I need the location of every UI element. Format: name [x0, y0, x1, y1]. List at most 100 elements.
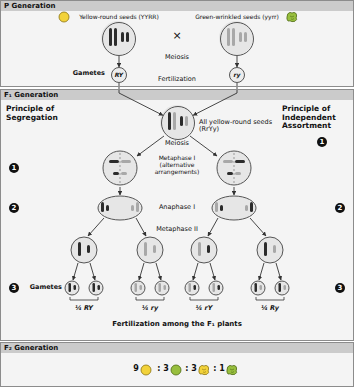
art-ellipse	[212, 196, 256, 220]
art-rect	[198, 242, 201, 256]
art-path	[256, 297, 284, 300]
art-rect	[239, 32, 242, 42]
art-line	[259, 263, 264, 280]
metaphase-two-cell	[71, 237, 97, 263]
panel-heading: F₂ Generation	[1, 343, 353, 353]
art-rect	[74, 285, 77, 290]
seed-label: Green-wrinkled seeds (yyrr)	[195, 14, 279, 21]
art-rect	[131, 205, 134, 211]
art-circle	[137, 237, 163, 263]
art-rect	[136, 202, 139, 212]
metaphase-two-cell	[137, 237, 163, 263]
art-rect	[101, 202, 104, 212]
callout-number: 3	[9, 283, 19, 293]
art-rect	[194, 285, 197, 290]
metaphase-two-cell	[257, 237, 283, 263]
seed-label: All yellow-round seeds (RrYy)	[199, 119, 277, 134]
ratio-number: 9	[133, 364, 139, 373]
art-line	[90, 263, 95, 280]
cell: Yellow-round seeds (YYRR)	[102, 22, 136, 56]
art-circle	[257, 237, 283, 263]
art-circle	[160, 105, 194, 139]
anaphase-one-cell	[98, 196, 142, 220]
art-rect	[273, 245, 276, 253]
art-rect	[126, 32, 129, 42]
art-rect	[87, 245, 90, 253]
meiosis-fertilization-arrow	[119, 56, 120, 67]
anaphase-one-cell	[212, 196, 256, 220]
art-rect	[180, 116, 183, 126]
process-label: Meiosis	[165, 54, 189, 61]
art-circle	[101, 21, 135, 55]
art-rect	[135, 283, 138, 292]
art-rect	[106, 205, 109, 211]
art-use	[59, 12, 69, 22]
principle-title: Principle of Independent Assortment	[282, 105, 350, 131]
art-line	[234, 187, 235, 195]
panel-heading: F₁ Generation	[1, 90, 353, 100]
art-rect	[114, 28, 117, 46]
art-rect	[279, 283, 282, 292]
art-rect	[121, 172, 127, 175]
art-circle	[219, 21, 253, 55]
art-ellipse	[98, 196, 142, 220]
art-line	[139, 263, 144, 280]
metaphase-two-cell	[191, 237, 217, 263]
art-rect	[185, 116, 188, 126]
callout-number: 1	[317, 137, 327, 147]
stage-label: Metaphase II	[156, 226, 198, 233]
f1-cell	[160, 105, 194, 139]
gamete-brackets	[70, 297, 284, 300]
art-rect	[140, 285, 143, 290]
art-rect	[227, 28, 230, 46]
art-rect	[232, 28, 235, 46]
art-rect	[218, 285, 221, 290]
art-line	[208, 218, 218, 236]
art-rect	[223, 160, 233, 163]
process-label: Fertilization	[158, 76, 196, 83]
art-rect	[0, 89, 354, 341]
meiosis-fertilization-arrow	[119, 83, 163, 115]
art-rect	[121, 160, 131, 163]
art-circle	[131, 281, 145, 295]
art-rect	[144, 242, 147, 256]
art-path	[136, 297, 164, 300]
art-line	[136, 218, 146, 236]
allele-label: ry	[234, 72, 241, 79]
art-rect	[98, 285, 101, 290]
art-circle	[155, 281, 169, 295]
art-rect	[207, 245, 210, 253]
art-rect	[0, 342, 354, 353]
art-rect	[0, 0, 354, 11]
art-circle	[251, 281, 265, 295]
art-circle	[89, 281, 103, 295]
stage-arrows	[73, 136, 281, 280]
art-use	[227, 365, 237, 374]
art-rect	[215, 202, 218, 212]
callout-number: 2	[335, 203, 345, 213]
art-rect	[159, 283, 162, 292]
art-rect	[284, 285, 287, 290]
art-rect	[0, 89, 354, 100]
art-rect	[164, 285, 167, 290]
ratio-number: : 3	[157, 364, 169, 373]
art-circle	[185, 281, 199, 295]
art-path	[190, 297, 218, 300]
art-circle	[209, 281, 223, 295]
allele-label: RY	[115, 72, 123, 79]
art-circle	[103, 151, 137, 185]
gamete-cell	[65, 281, 79, 295]
ratio-number: : 1	[213, 364, 225, 373]
art-circle	[217, 151, 251, 185]
gamete-cell	[251, 281, 265, 295]
gamete-cell	[275, 281, 289, 295]
art-rect	[153, 245, 156, 253]
callout-number: 3	[335, 283, 345, 293]
row-label: Gametes	[73, 70, 105, 77]
panel-heading: P Generation	[1, 1, 353, 11]
gamete-cell	[155, 281, 169, 295]
art-rect	[173, 112, 176, 130]
gamete: ry	[229, 67, 245, 83]
art-rect	[189, 283, 192, 292]
